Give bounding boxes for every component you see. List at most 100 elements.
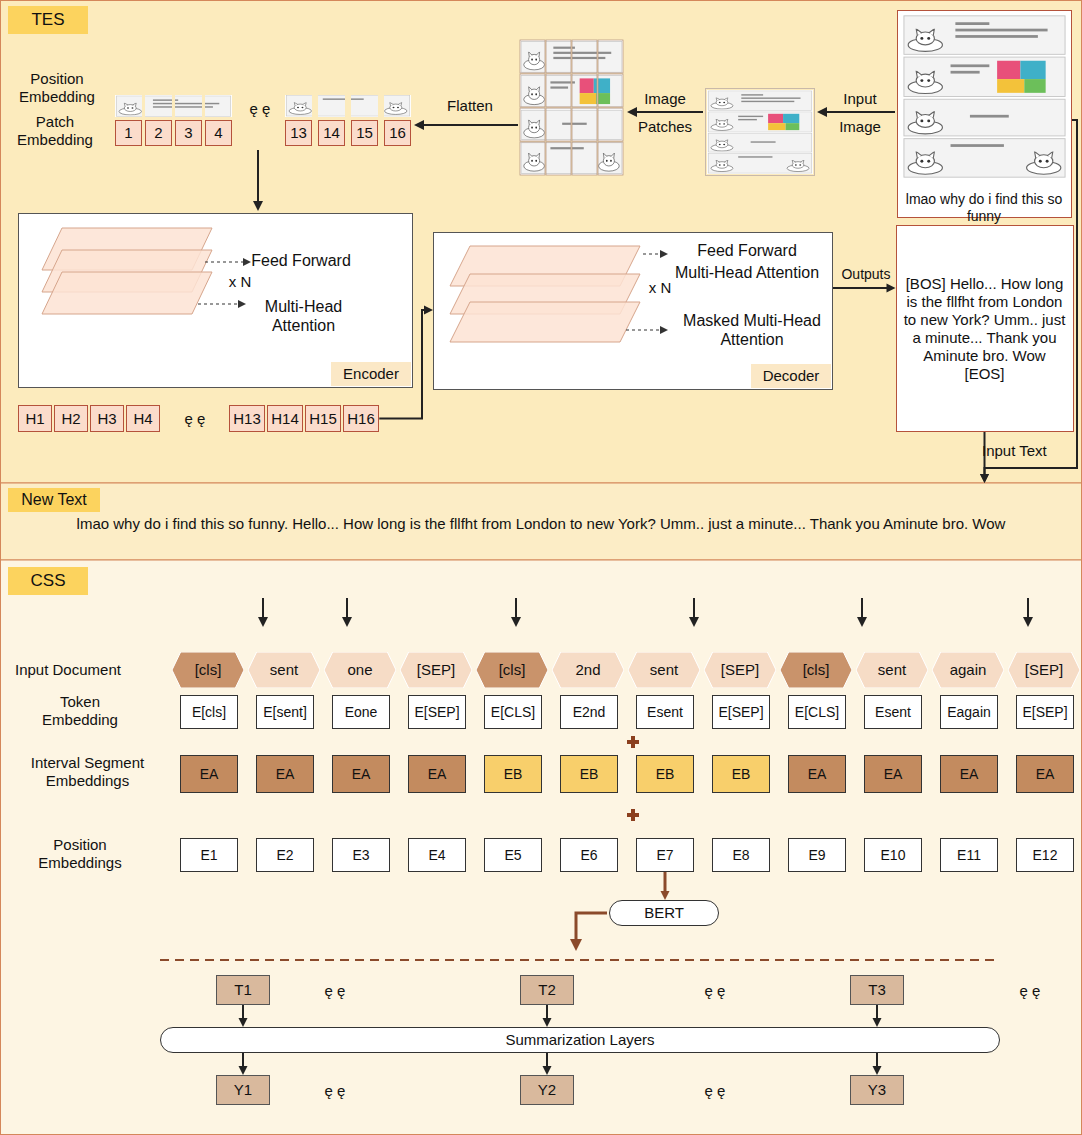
annotation-label: Position Embedding [2,70,112,106]
node-text: E[CLS] [491,704,535,721]
node-text: Eagain [947,704,991,721]
node-text: EA [1036,766,1055,783]
section-tab: TES [8,6,88,34]
node-text: H2 [61,410,80,428]
node-text: [cls] [195,661,222,679]
node-text: E5 [504,847,521,864]
text-slot: Feed Forward [672,241,822,260]
input-comic [902,14,1067,179]
segment-embedding-box: EB [560,755,618,793]
node-text: E7 [656,847,673,864]
token-embedding-box: E[SEP] [712,695,770,729]
resized-image [706,89,815,176]
token-hex: [cls] [476,652,548,688]
node-text: EB [504,766,523,783]
node-text: sent [878,661,906,679]
flow-arrow [861,598,863,618]
patch-grid [546,142,571,175]
flow-arrow [262,598,264,618]
patch-box: 13 [285,120,312,146]
node-text: E2nd [573,704,606,721]
node-text: Feed Forward [672,241,822,260]
flow-arrowhead [258,617,268,627]
node-text: H13 [233,410,261,428]
edge-label: Input Text [982,442,1074,460]
node-text: H14 [271,410,299,428]
node-text: Summarization Layers [505,1031,654,1049]
node-text: E[CLS] [795,704,839,721]
summary-score-box: Y2 [520,1075,574,1105]
position-embedding-box: E3 [332,838,390,872]
arrowhead [424,306,433,315]
connector [239,1005,248,1027]
section-tab: CSS [8,567,88,595]
patch-grid [546,40,571,73]
token-hex: sent [856,652,928,688]
attention-layers [42,228,640,342]
hex-shape [780,652,852,688]
token-embedding-box: E2nd [560,695,618,729]
section-ground [1,483,1082,560]
segment-embedding-box: EA [408,755,466,793]
edge-label: Outputs [836,266,896,283]
node-text: EA [884,766,903,783]
node-text: [SEP] [1025,661,1063,679]
input-comic [902,14,1067,179]
text-slot: Encoder [331,362,411,386]
text-slot: CSS [8,567,88,595]
node-text: E[SEP] [1022,704,1067,721]
node-text: lmao why do i find this so funny. Hello.… [30,515,1052,533]
connector [239,1053,248,1075]
node-text: H1 [25,410,44,428]
dotted-arrowhead [660,326,668,334]
attention-layers [450,302,640,342]
segment-embedding-box: EA [180,755,238,793]
dotted-arrow [626,329,660,330]
node-text: E2 [276,847,293,864]
node-text: [cls] [803,661,830,679]
position-embedding-box: E4 [408,838,466,872]
flow-arrowhead [1023,617,1033,627]
node-text: E8 [732,847,749,864]
node-text: Y2 [538,1081,556,1099]
panel-ground [433,232,833,390]
hidden-state-box: H1 [18,405,52,432]
node-text: Y1 [234,1081,252,1099]
section-ground [1,560,1082,1135]
hidden-state-box: H14 [267,405,304,432]
annotation-label: ę ę [690,1082,740,1100]
node-text: [SEP] [417,661,455,679]
flow-arrowhead [342,617,352,627]
flow-arrow [636,111,703,113]
attention-layers [42,272,212,314]
token-embedding-box: Esent [864,695,922,729]
section-band: New Text lmao why do i find this so funny… [0,483,1082,560]
node-text: EA [352,766,371,783]
patch-grid [572,142,597,175]
node-text: EA [960,766,979,783]
connector [873,1005,882,1027]
arrowhead [887,284,896,293]
section-tab: New Text [8,488,100,512]
hidden-state-box: H3 [90,405,124,432]
token-hex: [SEP] [400,652,472,688]
patch-grid [520,40,545,73]
dotted-arrow [205,261,243,262]
image-box: lmao why do i find this so funny [897,10,1072,218]
node-text: T2 [538,981,556,999]
hex-shape [628,652,700,688]
node-text: 16 [389,124,406,142]
token-hex: again [932,652,1004,688]
patch-box: 16 [384,120,411,146]
token-embedding-box: E[SEP] [408,695,466,729]
token-hex: [cls] [172,652,244,688]
connector-line [833,287,890,289]
sentence-vector-box: T3 [850,975,904,1005]
node-text: E12 [1033,847,1058,864]
hidden-state-box: H4 [126,405,160,432]
patch-grid [523,43,623,175]
node-text: [BOS] Hello... How long is the fllfht fr… [903,275,1066,383]
token-embedding-box: Eagain [940,695,998,729]
